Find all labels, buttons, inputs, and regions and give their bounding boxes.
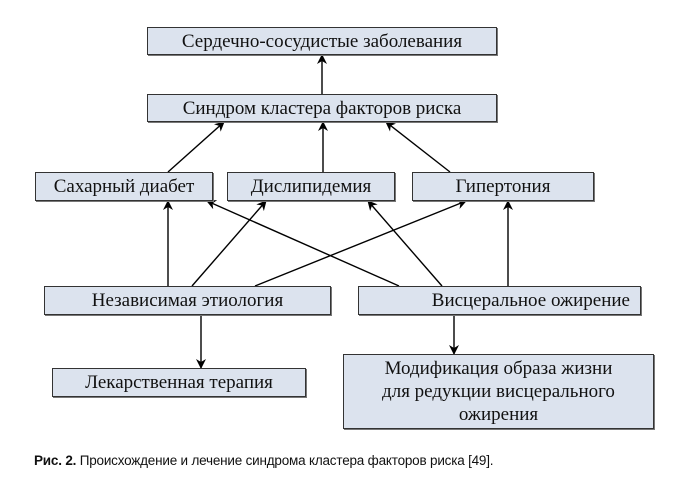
arrow-diabetes-to-cluster [167, 121, 225, 173]
figure-caption-label: Рис. 2. [34, 453, 77, 468]
figure-caption: Рис. 2. Происхождение и лечение синдрома… [34, 453, 494, 468]
flow-diagram: Сердечно-сосудистые заболевания Синдром … [35, 27, 654, 429]
node-hypertension: Гипертония [412, 172, 594, 201]
arrow-visceral-to-dyslipidemia [367, 200, 443, 287]
arrow-independent-to-dyslipidemia [191, 200, 267, 287]
arrow-hypertension-to-cluster [385, 121, 451, 173]
node-independent-etiology: Независимая этиология [44, 286, 331, 315]
node-risk-factor-cluster-syndrome: Синдром кластера факторов риска [147, 94, 497, 122]
arrow-visceral-to-diabetes [206, 200, 400, 287]
figure-caption-text: Происхождение и лечение синдрома кластер… [76, 453, 494, 468]
node-visceral-obesity: Висцеральное ожирение [358, 286, 641, 315]
node-dyslipidemia: Дислипидемия [227, 172, 395, 201]
node-diabetes: Сахарный диабет [35, 172, 213, 201]
edges-layer [163, 54, 513, 369]
node-cardiovascular-diseases: Сердечно-сосудистые заболевания [147, 27, 497, 55]
node-drug-therapy: Лекарственная терапия [52, 368, 306, 397]
arrow-independent-to-hypertension [254, 199, 467, 287]
node-lifestyle-modification: Модификация образа жизни для редукции ви… [343, 354, 654, 429]
